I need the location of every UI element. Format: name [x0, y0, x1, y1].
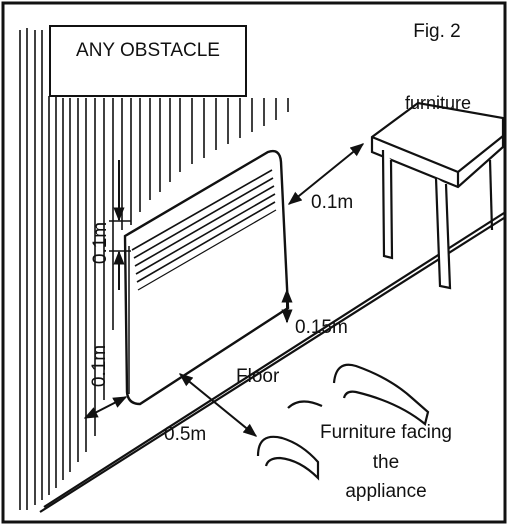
- wall-lines: [19, 28, 289, 510]
- floor-label: Floor: [236, 366, 280, 387]
- dim-label-above-top: 0.1m: [90, 222, 111, 264]
- furniture-label: furniture: [405, 93, 471, 113]
- arrow-to-furniture: [287, 143, 365, 205]
- dimension-ticks: [109, 220, 131, 252]
- dim-label-above-floor: 0.15m: [295, 317, 348, 338]
- arrow-front: [178, 373, 258, 437]
- obstacle-label: ANY OBSTACLE: [76, 40, 220, 61]
- arrow-side-wall: [83, 396, 128, 419]
- floor-line: [39, 212, 505, 513]
- armchair-sketch: [256, 363, 430, 481]
- dim-label-to-furniture: 0.1m: [311, 192, 353, 213]
- dim-label-front: 0.5m: [164, 424, 206, 445]
- dimension-arrows: [83, 143, 365, 437]
- facing-label-line-3: appliance: [345, 481, 426, 502]
- figure-caption: Fig. 2: [413, 21, 461, 42]
- dim-label-side-wall: 0.1m: [89, 345, 110, 387]
- furniture-table: [370, 101, 505, 290]
- facing-label-line-1: Furniture facing: [320, 422, 452, 443]
- heater-panel: [123, 149, 290, 406]
- obstacle-box: ANY OBSTACLE: [49, 25, 247, 97]
- facing-label-line-2: the: [373, 452, 399, 473]
